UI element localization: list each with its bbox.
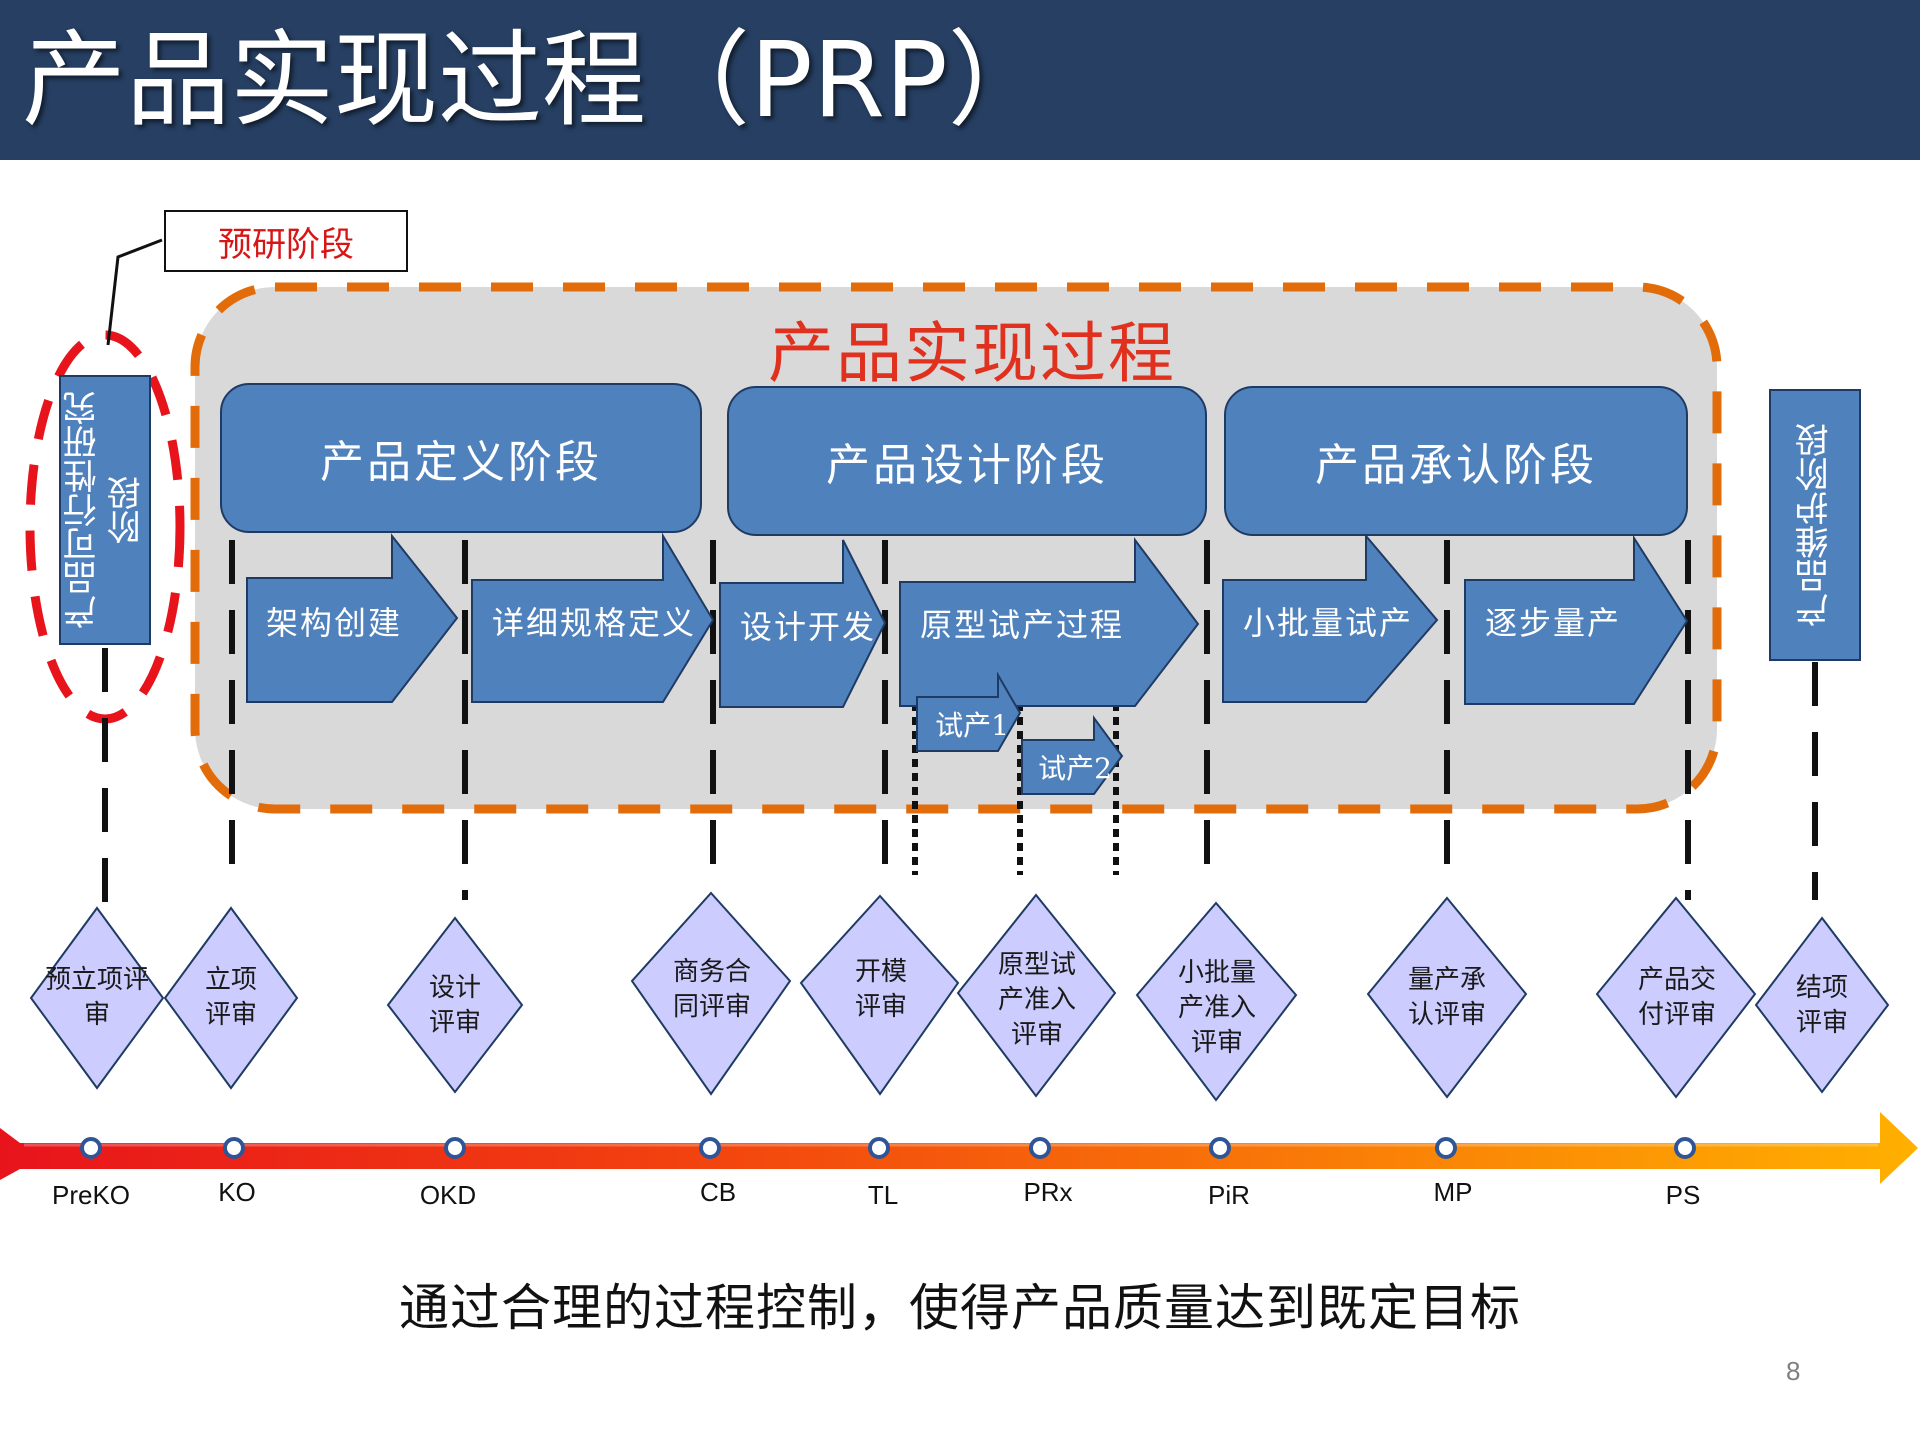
step-label-spec: 详细规格定义: [492, 604, 697, 642]
milestone-dot: [223, 1137, 245, 1159]
step-arrows: [246, 532, 1689, 795]
step-label-dev: 设计开发: [740, 608, 877, 646]
gate-label: 立项评审: [204, 965, 257, 1030]
gate-diamond: [630, 891, 792, 1096]
milestone-dot: [1674, 1137, 1696, 1159]
step-arrow: [471, 532, 715, 703]
feasibility-stage-label: 产品可行性研究阶段: [63, 391, 147, 629]
slide-caption: 通过合理的过程控制，使得产品质量达到既定目标: [399, 1279, 1521, 1337]
gate-lines: [102, 540, 1818, 912]
milestone-label: PS: [1665, 1180, 1701, 1210]
maintenance-stage-label: 产品维护阶段: [1795, 423, 1835, 627]
gate-label: 小批量产准入评审: [1177, 957, 1256, 1058]
gate-diamond: [799, 894, 960, 1096]
step-arrow: [1222, 533, 1439, 703]
feasibility-stage-box: [59, 375, 151, 645]
gate-diamond: [1135, 901, 1298, 1102]
timeline-arrow: [0, 1112, 1918, 1184]
milestone-label: PreKO: [51, 1180, 131, 1210]
step-label-prototype: 原型试产过程: [920, 606, 1125, 644]
step-label-architecture: 架构创建: [266, 604, 403, 642]
gate-diamond: [1754, 916, 1890, 1094]
gate-label: 设计评审: [428, 973, 481, 1038]
step-label-ramp-up: 逐步量产: [1485, 604, 1622, 642]
milestone-label: KO: [218, 1177, 256, 1207]
milestone-label: OKD: [419, 1180, 477, 1210]
phase-box-design: [727, 386, 1207, 536]
step-arrow: [899, 537, 1200, 707]
milestone-dot: [80, 1137, 102, 1159]
step-arrow: [246, 533, 459, 703]
trial-label-2: 试产2: [1038, 752, 1112, 785]
trial-lines: [912, 675, 1119, 875]
pre-research-tag: 预研阶段: [164, 210, 408, 272]
gate-diamonds: [29, 891, 1890, 1102]
gate-diamond: [386, 916, 524, 1094]
phase-label-approval: 产品承认阶段: [1315, 440, 1597, 491]
phase-box-approval: [1224, 386, 1688, 536]
milestone-dot: [699, 1137, 721, 1159]
gate-diamond: [163, 906, 299, 1090]
prp-title: 产品实现过程: [768, 315, 1176, 392]
gate-label: 原型试产准入评审: [997, 949, 1076, 1050]
step-label-small-batch: 小批量试产: [1243, 604, 1414, 642]
trial-label-1: 试产1: [935, 709, 1009, 742]
gate-label: 结项评审: [1795, 973, 1848, 1038]
step-arrow: [1464, 534, 1689, 705]
step-arrow: [719, 539, 887, 708]
gate-diamond: [956, 893, 1117, 1098]
gate-label: 开模评审: [854, 957, 907, 1022]
milestone-label: MP: [1433, 1177, 1473, 1207]
milestone-dot: [1029, 1137, 1051, 1159]
milestone-label: CB: [699, 1177, 737, 1207]
gate-label: 预立项评审: [44, 965, 149, 1030]
gate-label: 产品交付评审: [1637, 965, 1716, 1030]
title-bar: 产品实现过程（PRP）: [0, 0, 1920, 160]
milestone-dots: [80, 1137, 1696, 1159]
milestone-dot: [1435, 1137, 1457, 1159]
pre-research-callout-line: [106, 238, 163, 346]
milestone-dot: [868, 1137, 890, 1159]
gate-label: 商务合同评审: [672, 957, 751, 1022]
phase-box-definition: [220, 383, 702, 533]
milestone-label: TL: [867, 1180, 899, 1210]
gate-diamond: [29, 906, 165, 1090]
gate-label: 量产承认评审: [1407, 965, 1486, 1030]
phase-label-definition: 产品定义阶段: [320, 437, 602, 488]
trial-arrow: [916, 671, 1022, 752]
milestone-label: PiR: [1208, 1180, 1250, 1210]
slide-title: 产品实现过程（PRP）: [22, 19, 1052, 141]
gate-diamond: [1595, 896, 1757, 1099]
milestone-dot: [1209, 1137, 1231, 1159]
gate-diamond: [1366, 896, 1528, 1099]
maintenance-stage-box: [1769, 389, 1861, 661]
milestone-dot: [444, 1137, 466, 1159]
trial-arrow: [1021, 714, 1124, 795]
milestone-label: PRx: [1023, 1177, 1073, 1207]
phase-label-design: 产品设计阶段: [826, 440, 1108, 491]
page-number: 8: [1786, 1356, 1801, 1386]
